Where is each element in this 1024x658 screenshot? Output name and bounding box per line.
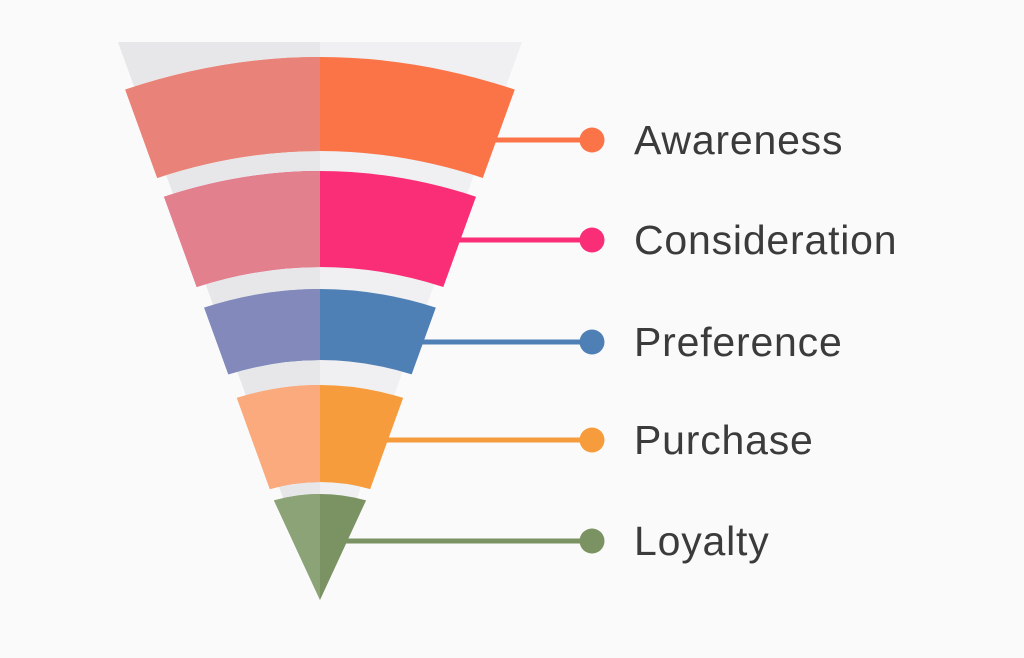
connector-dot-awareness <box>579 127 605 153</box>
connector-dot-preference <box>579 329 605 355</box>
funnel-segment-loyalty-left-shade <box>273 494 320 600</box>
label-loyalty: Loyalty <box>634 518 770 564</box>
label-preference: Preference <box>634 319 843 365</box>
connector-dot-loyalty <box>579 528 605 554</box>
funnel-segment-awareness-left-shade <box>125 57 320 178</box>
connector-dot-consideration <box>579 227 605 253</box>
funnel-segment-preference-left-shade <box>204 289 320 375</box>
funnel-segment-consideration-left-shade <box>164 171 320 287</box>
label-purchase: Purchase <box>634 417 814 463</box>
funnel-segment-purchase-left-shade <box>236 385 320 490</box>
label-awareness: Awareness <box>634 117 844 163</box>
connector-dot-purchase <box>579 427 605 453</box>
label-consideration: Consideration <box>634 217 898 263</box>
